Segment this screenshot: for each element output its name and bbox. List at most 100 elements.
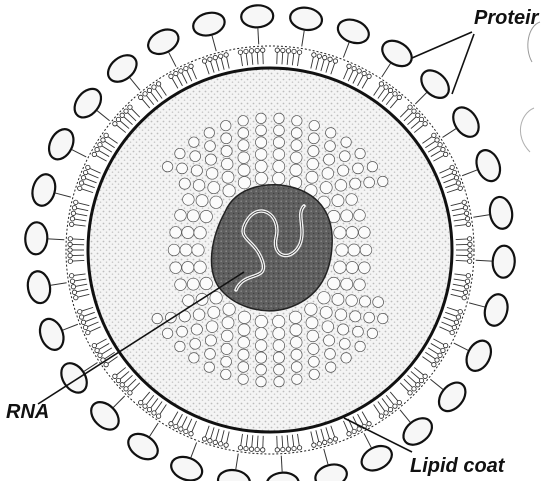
capsid-bead [187, 278, 199, 290]
capsid-bead [200, 277, 212, 289]
capsid-bead [255, 137, 266, 148]
capsid-bead [318, 292, 330, 304]
capsid-bead [255, 328, 267, 340]
capsid-bead [326, 128, 336, 138]
capsid-bead [353, 326, 364, 337]
capsid-bead [273, 352, 284, 363]
capsid-bead [162, 328, 172, 338]
rna-label: RNA [6, 401, 49, 423]
capsid-bead [291, 362, 302, 373]
capsid-bead [238, 337, 250, 349]
capsid-bead [255, 340, 267, 352]
capsid-bead [290, 324, 302, 336]
capsid-bead [273, 340, 285, 352]
capsid-bead [221, 356, 232, 367]
capsid-bead [189, 137, 199, 147]
lipid-unit [451, 200, 471, 226]
protein-spike [266, 456, 299, 481]
lipid-unit [69, 273, 89, 299]
capsid-bead [322, 321, 334, 333]
capsid-bead [175, 210, 187, 222]
capsid-bead [367, 328, 377, 338]
capsid-bead [355, 341, 365, 351]
protein-spike [36, 315, 78, 353]
capsid-bead [238, 374, 248, 384]
capsid-bead [221, 330, 233, 342]
capsid-bead [339, 338, 350, 349]
capsid-bead [206, 321, 218, 333]
protein-spike [378, 36, 417, 77]
capsid-bead [255, 149, 267, 161]
capsid-bead [322, 168, 334, 180]
capsid-bead [320, 306, 332, 318]
capsid-bead [341, 278, 353, 290]
protein-spike [430, 377, 470, 416]
capsid-bead [274, 376, 284, 386]
protein-spike [144, 25, 183, 67]
capsid-bead [190, 338, 201, 349]
protein-spike [44, 125, 86, 163]
capsid-bead [189, 353, 199, 363]
capsid-bead [208, 182, 220, 194]
capsid-bead [221, 120, 231, 130]
capsid-bead [306, 317, 318, 329]
protein-spike [443, 103, 484, 142]
capsid-bead [360, 244, 372, 256]
protein-label: Proteir [474, 7, 540, 29]
protein-spike [86, 396, 125, 435]
protein-spike [334, 15, 372, 57]
capsid-bead [273, 328, 285, 340]
capsid-bead [323, 335, 334, 346]
capsid-bead [309, 120, 319, 130]
capsid-bead [255, 172, 267, 184]
capsid-bead [332, 293, 344, 305]
capsid-bead [256, 113, 266, 123]
capsid-bead [308, 343, 319, 354]
capsid-bead [238, 152, 250, 164]
capsid-bead [339, 151, 350, 162]
capsid-bead [309, 369, 319, 379]
capsid-bead [326, 362, 336, 372]
capsid-bead [238, 324, 250, 336]
capsid-bead [221, 158, 233, 170]
capsid-bead [308, 133, 319, 144]
protein-spike [357, 433, 396, 475]
capsid-bead [180, 244, 192, 256]
protein-spike [398, 410, 437, 450]
lipid-unit [69, 200, 89, 226]
capsid-bead [354, 279, 366, 291]
capsid-bead [350, 178, 361, 189]
capsid-bead [205, 349, 216, 360]
capsid-bead [204, 128, 214, 138]
capsid-bead [168, 244, 180, 256]
lipid-unit [275, 48, 302, 66]
capsid-bead [222, 317, 234, 329]
capsid-bead [341, 210, 353, 222]
capsid-bead [223, 303, 235, 315]
capsid-bead [290, 337, 302, 349]
capsid-bead [348, 244, 360, 256]
capsid-bead [255, 315, 267, 327]
capsid-bead [325, 349, 336, 360]
protein-spike [26, 270, 67, 305]
capsid-bead [177, 326, 188, 337]
capsid-bead [238, 116, 248, 126]
protein-leader-line-1 [412, 32, 472, 58]
lipid-unit [451, 273, 471, 299]
protein-spike [29, 172, 71, 209]
capsid-bead [238, 176, 250, 188]
capsid-bead [221, 343, 232, 354]
capsid-bead [196, 195, 208, 207]
capsid-bead [175, 148, 185, 158]
capsid-bead [332, 195, 344, 207]
protein-spike [454, 336, 496, 374]
protein-spike [69, 84, 109, 123]
lipid-unit [456, 237, 472, 264]
protein-spike [168, 442, 206, 481]
capsid-bead [272, 315, 284, 327]
capsid-bead [367, 161, 377, 171]
protein-spike [476, 245, 516, 278]
clipped-bracket-mid [520, 108, 534, 152]
capsid-bead [238, 311, 250, 323]
